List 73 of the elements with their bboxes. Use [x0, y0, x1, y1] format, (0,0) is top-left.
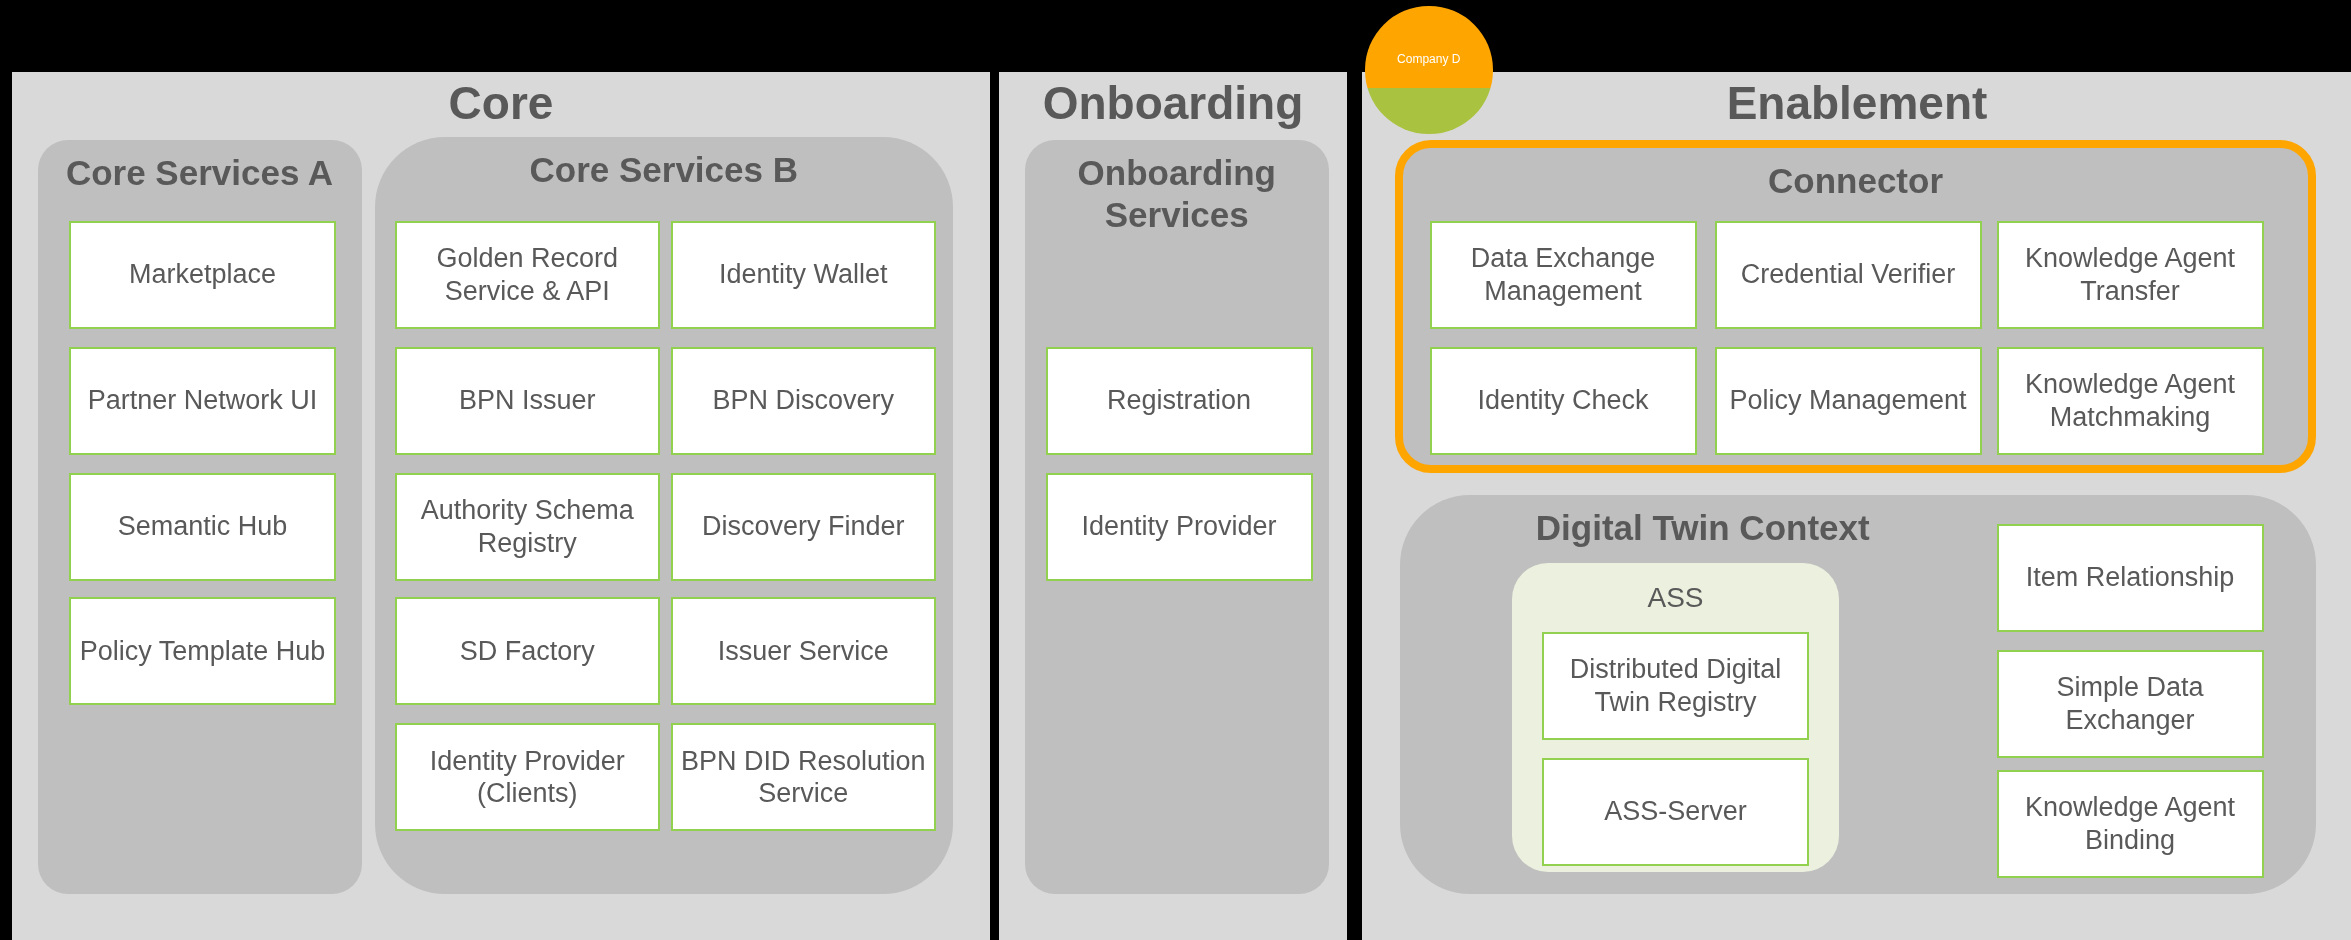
service-box [69, 346, 336, 455]
service-box [1996, 220, 2264, 329]
service-label: Data Exchange Management [1469, 242, 1657, 307]
subgroup-panel [1512, 562, 1839, 872]
service-box [1996, 769, 2264, 878]
service-label: Identity Provider [1081, 510, 1277, 543]
service-box [670, 220, 936, 329]
heading: Digital Twin Context [1534, 507, 1871, 549]
service-label: Knowledge Agent Matchmaking [2023, 368, 2237, 433]
service-label: Partner Network UI [87, 384, 318, 417]
service-box [1996, 523, 2264, 632]
service-box [394, 723, 660, 831]
service-box [1542, 631, 1809, 740]
service-label: Marketplace [128, 258, 277, 291]
service-label: Knowledge Agent Binding [2023, 791, 2237, 856]
service-label: Item Relationship [2025, 561, 2235, 594]
service-box [69, 472, 336, 581]
service-label: Policy Management [1729, 384, 1967, 417]
service-box [394, 220, 660, 329]
service-label: Identity Wallet [718, 258, 888, 291]
service-box [1045, 346, 1313, 455]
service-label: ASS-Server [1604, 795, 1747, 828]
service-label: Identity Check [1477, 384, 1649, 417]
service-box [670, 597, 936, 705]
section-panel [12, 72, 990, 940]
service-label: Issuer Service [717, 634, 889, 668]
heading: Company D [1396, 52, 1462, 67]
section-panel [1362, 72, 2351, 940]
section-panel [999, 72, 1347, 940]
service-box [394, 597, 660, 705]
service-box [394, 472, 660, 581]
service-label: Identity Provider (Clients) [428, 744, 626, 810]
group-panel [375, 136, 953, 894]
service-box [69, 220, 336, 329]
service-label: Distributed Digital Twin Registry [1568, 653, 1783, 718]
service-box [1996, 346, 2264, 455]
heading: Core Services A [64, 151, 335, 194]
service-box [1714, 346, 1982, 455]
service-label: Policy Template Hub [79, 634, 326, 668]
service-label: Semantic Hub [117, 510, 288, 543]
service-label: Discovery Finder [701, 510, 905, 543]
service-label: Simple Data Exchanger [2055, 671, 2205, 736]
service-label: SD Factory [459, 634, 595, 668]
group-panel [1024, 139, 1329, 894]
group-panel [37, 139, 362, 894]
heading: Enablement [1725, 76, 1989, 131]
service-box [69, 597, 336, 705]
service-label: Credential Verifier [1740, 258, 1956, 291]
heading: Onboarding [1041, 76, 1305, 131]
service-label: Registration [1106, 384, 1252, 417]
service-box [670, 723, 936, 831]
service-box [1429, 346, 1697, 455]
heading: Onboarding Services [1076, 151, 1277, 236]
service-box [1714, 220, 1982, 329]
service-label: Authority Schema Registry [419, 494, 635, 559]
service-label: BPN Issuer [458, 384, 596, 417]
service-box [670, 346, 936, 455]
service-label: BPN Discovery [712, 384, 894, 417]
service-label: Golden Record Service & API [435, 242, 620, 307]
service-box [394, 346, 660, 455]
group-panel [1399, 495, 2316, 894]
heading: ASS [1646, 580, 1705, 615]
connector-group [1395, 139, 2316, 473]
service-label: BPN DID Resolution Service [680, 744, 926, 810]
service-box [1542, 757, 1809, 866]
service-box [1996, 649, 2264, 758]
heading: Connector [1767, 159, 1944, 202]
service-box [1045, 472, 1313, 581]
heading: Core Services B [528, 148, 799, 191]
service-label: Knowledge Agent Transfer [2023, 242, 2237, 307]
heading: Core [447, 76, 555, 131]
service-box [1429, 220, 1697, 329]
service-box [670, 472, 936, 581]
